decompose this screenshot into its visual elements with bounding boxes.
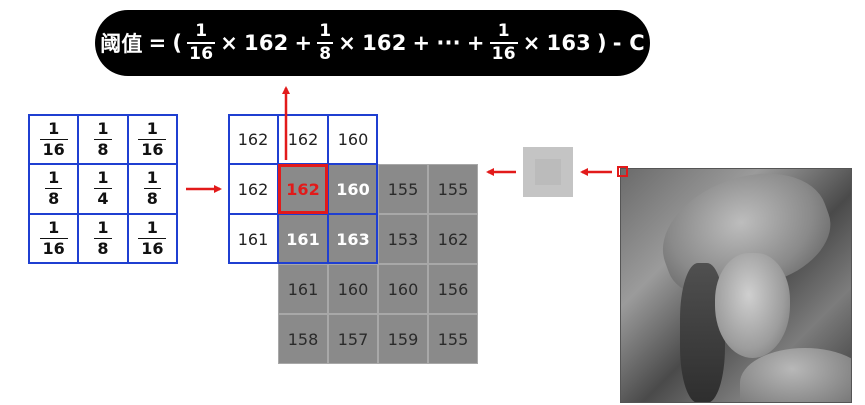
pixel-cell: 156 [428,264,478,314]
pixel-cell: 155 [428,314,478,364]
formula-times: × [522,31,541,55]
photo-frame [620,168,852,403]
formula-equals: = [148,31,167,55]
formula-term-1-fraction: 1 16 [187,21,216,64]
threshold-formula: 阈值 = ( 1 16 × 162 + 1 8 × 162 + ··· + 1 … [95,10,650,76]
center-pixel-cell: 162 [278,164,328,214]
formula-close-paren: ) [596,31,607,55]
pixel-cell: 162 [228,114,278,164]
formula-times: × [220,31,239,55]
pixel-cell: 155 [428,164,478,214]
pixel-cell: 157 [328,314,378,364]
zoomed-patch [523,147,573,197]
pixel-cell: 160 [328,164,378,214]
pixel-cell: 162 [228,164,278,214]
pixel-cell: 161 [278,214,328,264]
pixel-cell: 160 [328,264,378,314]
formula-plus: + [466,31,485,55]
formula-times: × [338,31,357,55]
formula-minus-c: - C [612,31,645,55]
pixel-cell: 155 [378,164,428,214]
photo-shoulder [740,348,852,403]
formula-plus: + [412,31,431,55]
formula-ellipsis: ··· [436,31,461,55]
sample-region-marker [617,166,628,177]
formula-term-1-value: 162 [244,31,289,55]
pixel-cell: 163 [328,214,378,264]
formula-plus: + [294,31,313,55]
pixel-cell: 159 [378,314,428,364]
pixel-cell: 158 [278,314,328,364]
formula-term-2-fraction: 1 8 [317,21,334,64]
pixel-cell: 161 [278,264,328,314]
formula-open-paren: ( [172,31,183,55]
pixel-cell: 162 [278,114,328,164]
formula-term-2-value: 162 [362,31,407,55]
zoomed-patch-center [535,159,561,185]
pixel-cell: 162 [428,214,478,264]
pixel-cell: 153 [378,214,428,264]
formula-term-3-fraction: 1 16 [489,21,518,64]
pixel-cell: 160 [378,264,428,314]
photo-face [715,253,790,358]
formula-label: 阈值 [100,32,143,56]
source-photo [620,168,852,403]
formula-term-3-value: 163 [546,31,591,55]
pixel-cell: 161 [228,214,278,264]
pixel-cell: 160 [328,114,378,164]
